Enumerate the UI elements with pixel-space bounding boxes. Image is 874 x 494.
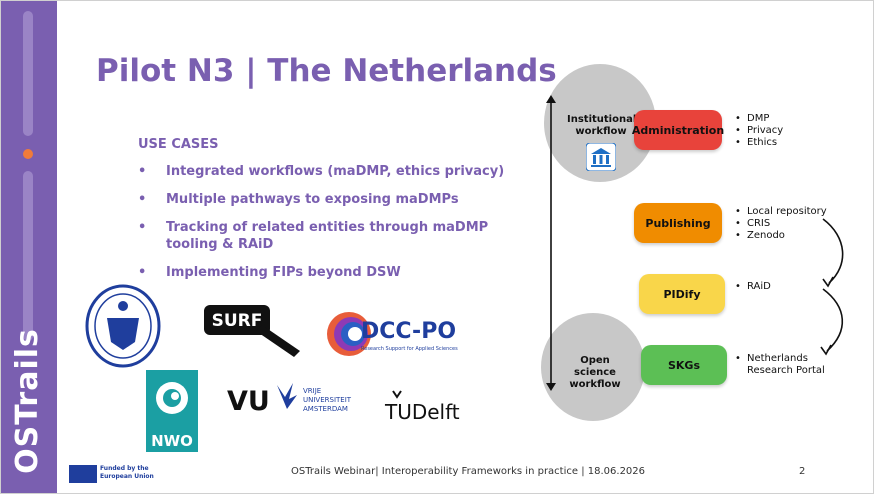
- pidify-item: RAiD: [735, 281, 771, 293]
- administration-item: DMP: [735, 113, 783, 125]
- use-cases-list: Integrated workflows (maDMP, ethics priv…: [138, 163, 518, 292]
- sidebar-decor-bar: [23, 171, 33, 341]
- use-case-item: Tracking of related entities through maD…: [138, 219, 518, 253]
- use-case-item: Implementing FIPs beyond DSW: [138, 264, 518, 281]
- dcc-po-name: DCC-PO: [361, 319, 456, 344]
- administration-items: DMP Privacy Ethics: [735, 113, 783, 149]
- brand-logo: OSTrails: [10, 328, 45, 474]
- vu-text-line: VRIJE: [303, 387, 321, 395]
- vu-text-line: AMSTERDAM: [303, 405, 348, 413]
- footer-text: OSTrails Webinar| Interoperability Frame…: [291, 466, 646, 477]
- surf-logo: SURF: [204, 305, 300, 357]
- administration-item: Ethics: [735, 137, 783, 149]
- sidebar-decor-bar: [23, 11, 33, 136]
- pidify-box: PIDify: [639, 274, 725, 314]
- pidify-items: RAiD: [735, 281, 771, 293]
- dcc-po-subtitle: Research Support for Applied Sciences: [361, 346, 458, 352]
- tudelft-logo: TUDelft: [384, 390, 460, 424]
- publishing-item: CRIS: [735, 218, 827, 230]
- flow-curved-arrows: [820, 218, 844, 356]
- nwo-logo: NWO: [146, 370, 198, 452]
- tudelft-logo-text: TUDelft: [384, 400, 460, 424]
- publishing-item: Zenodo: [735, 230, 827, 242]
- publishing-box: Publishing: [634, 203, 722, 243]
- use-case-item: Integrated workflows (maDMP, ethics priv…: [138, 163, 518, 180]
- page-number: 2: [799, 466, 806, 477]
- administration-item: Privacy: [735, 125, 783, 137]
- use-case-item: Multiple pathways to exposing maDMPs: [138, 191, 518, 208]
- vu-amsterdam-logo: VU VRIJE UNIVERSITEIT AMSTERDAM: [227, 383, 352, 417]
- institutional-workflow-label: Institutional workflow: [567, 114, 637, 137]
- publishing-item: Local repository: [735, 206, 827, 218]
- dcc-po-logo: DCC-PO Research Support for Applied Scie…: [327, 312, 458, 356]
- open-science-workflow-circle: [541, 313, 645, 421]
- eu-flag-icon: [69, 465, 97, 483]
- vu-text-line: UNIVERSITEIT: [303, 396, 352, 404]
- institution-icon: [586, 143, 616, 171]
- open-science-workflow-label: Open science workflow: [569, 355, 621, 390]
- sidebar-decor-dot: [23, 149, 33, 159]
- publishing-items: Local repository CRIS Zenodo: [735, 206, 827, 242]
- use-cases-heading: USE CASES: [138, 137, 219, 152]
- funded-by-label: Funded by the European Union: [100, 465, 154, 480]
- slide-title: Pilot N3 | The Netherlands: [96, 53, 557, 89]
- brand-sidebar: OSTrails: [1, 1, 57, 493]
- leiden-university-logo: [85, 284, 161, 368]
- vu-mark: VU: [227, 386, 270, 417]
- skgs-box: SKGs: [641, 345, 727, 385]
- nwo-logo-text: NWO: [151, 432, 193, 450]
- administration-box: Administration: [632, 110, 724, 150]
- skgs-items: Netherlands Research Portal: [735, 353, 835, 377]
- skgs-item: Netherlands Research Portal: [735, 353, 835, 377]
- workflow-vertical-arrow: [546, 95, 556, 391]
- surf-logo-text: SURF: [212, 311, 263, 331]
